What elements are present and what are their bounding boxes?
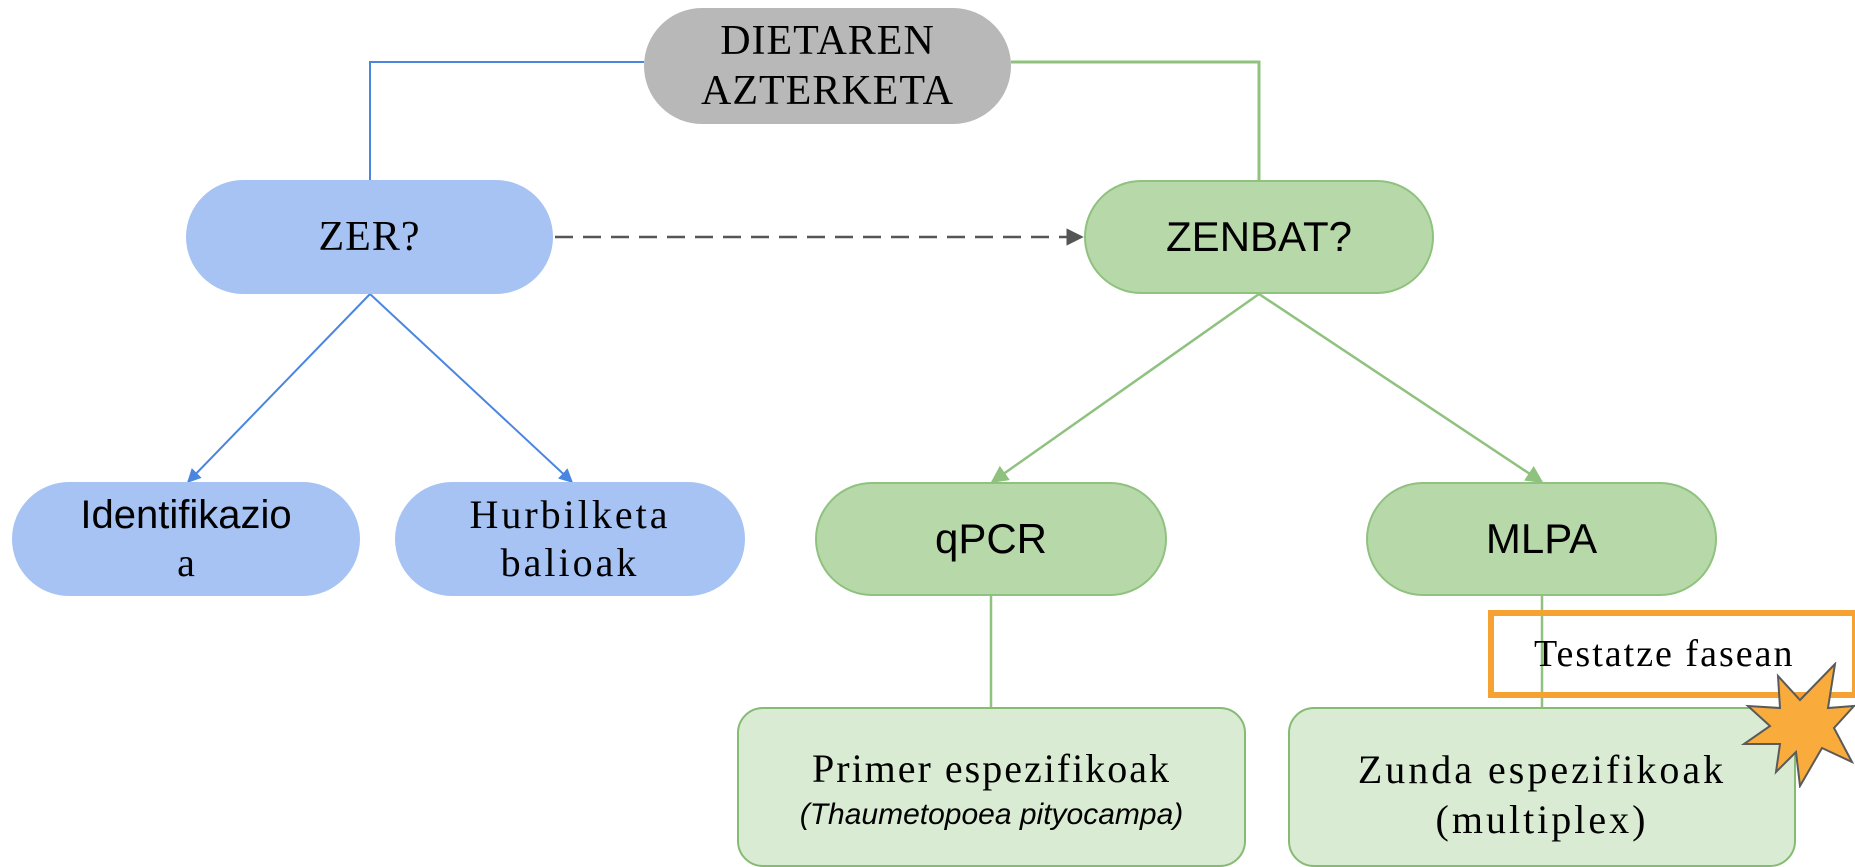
zunda-label-line-2: (multiplex) [1435,797,1649,842]
testatze-label: Testatze fasean [1534,633,1795,675]
connector-root-zer [369,61,644,180]
arrow-zer-hurbilketa [369,293,574,483]
zunda-label-line-1: Zunda espezifikoak [1357,747,1727,792]
zenbat-label: ZENBAT? [1166,213,1352,260]
mlpa-label: MLPA [1485,515,1598,562]
qpcr-label: qPCR [934,515,1048,562]
zenbat-node: ZENBAT? [1084,180,1434,294]
testatze-callout: Testatze fasean [1488,610,1855,698]
root-node: DIETAREN AZTERKETA [644,8,1011,124]
qpcr-node: qPCR [815,482,1167,596]
primer-label-line-1: Primer espezifikoak [812,746,1171,791]
root-label-line-2: AZTERKETA [701,68,954,114]
arrow-zer-identifikazioa [187,293,371,484]
zer-label: ZER? [318,214,421,260]
root-label-line-1: DIETAREN [720,18,935,64]
zunda-box: Zunda espezifikoak (multiplex) [1288,707,1796,867]
hurbilketa-label-line-1: Hurbilketa [469,492,671,537]
primer-box: Primer espezifikoak (Thaumetopoea pityoc… [737,707,1246,867]
mlpa-node: MLPA [1366,482,1717,596]
identifikazioa-node: Identifikazio a [12,482,360,596]
hurbilketa-node: Hurbilketa balioak [395,482,745,596]
arrow-zenbat-qpcr [990,292,1260,484]
identifikazioa-label-line-2: a [177,540,195,585]
zer-node: ZER? [186,180,553,294]
hurbilketa-label-line-2: balioak [500,540,640,585]
identifikazioa-label-line-1: Identifikazio [80,493,292,537]
starburst-icon [1740,662,1855,788]
primer-label-line-2: (Thaumetopoea pityocampa) [799,798,1184,831]
arrow-zenbat-mlpa [1258,292,1544,484]
connector-root-zenbat [1011,60,1261,180]
